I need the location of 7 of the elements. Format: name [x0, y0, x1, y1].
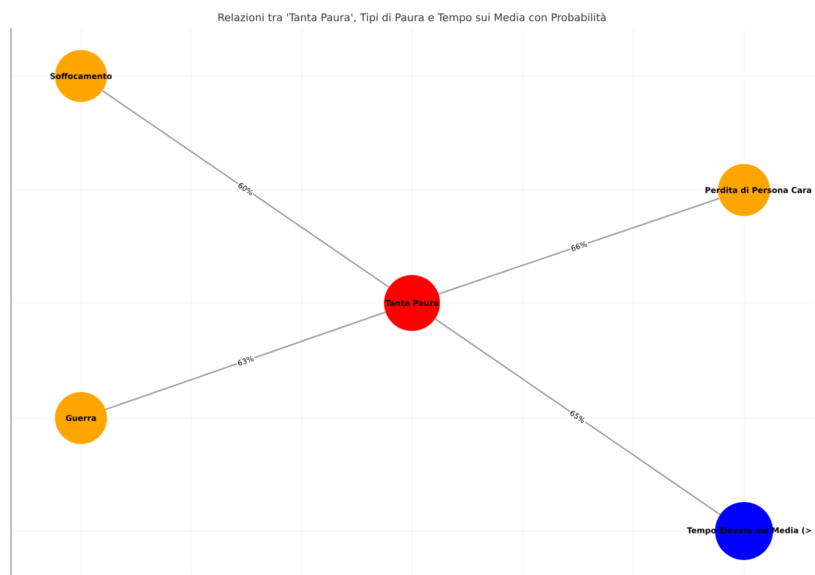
connector-line: [438, 198, 720, 295]
circle-node: Tanta Paura: [384, 275, 440, 331]
chart-title: Relazioni tra 'Tanta Paura', Tipi di Paura e Tempo sui Media con Probabilità: [218, 12, 606, 24]
circle-node: Guerra: [55, 392, 107, 444]
connector-line: [102, 90, 390, 288]
connector-line: [434, 318, 720, 516]
connector-line: [106, 312, 386, 410]
